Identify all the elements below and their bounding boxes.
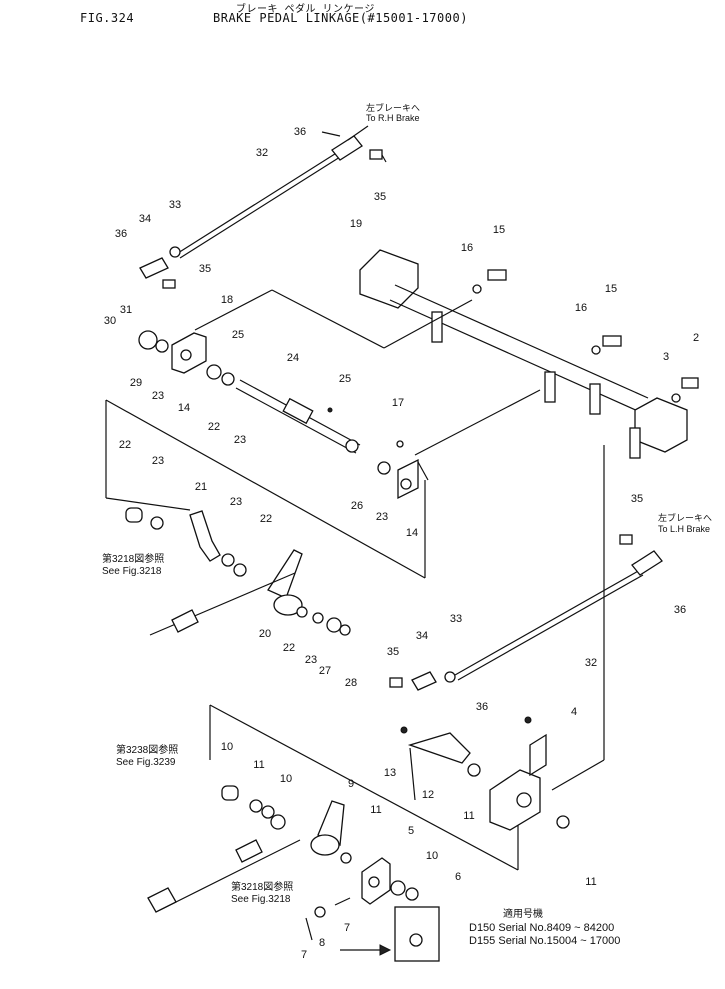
note-fig3239-en: See Fig.3239 — [116, 757, 176, 768]
callout-15-right: 15 — [604, 283, 618, 295]
title-japanese: ブレーキ ペダル リンケージ — [236, 4, 375, 15]
callout-23-b: 23 — [233, 434, 247, 446]
callout-17: 17 — [391, 397, 405, 409]
bracket-5-assembly — [305, 857, 419, 941]
callout-16-top: 16 — [460, 242, 474, 254]
callout-7-a: 8 — [318, 937, 326, 949]
lever-21 — [189, 510, 247, 577]
callout-11-a: 11 — [253, 759, 265, 771]
note-lh-brake-en: To L.H Brake — [658, 524, 711, 534]
lower-bracket-assembly — [400, 716, 570, 831]
callout-36-left: 36 — [114, 228, 128, 240]
callout-21: 21 — [194, 481, 208, 493]
callout-5: 5 — [407, 825, 415, 837]
lever-20 — [267, 549, 351, 636]
callout-8: 7 — [300, 949, 308, 961]
callout-32-top: 32 — [255, 147, 269, 159]
note-rh-brake-en: To R.H Brake — [366, 113, 420, 123]
callout-22-b: 22 — [118, 439, 132, 451]
note-fig3218-bottom-en: See Fig.3218 — [231, 894, 291, 905]
callout-26: 26 — [350, 500, 364, 512]
nut-detail-box — [340, 906, 440, 962]
callout-33-top: 33 — [168, 199, 182, 211]
callout-23-e: 23 — [229, 496, 243, 508]
bracket-14-upper — [138, 330, 235, 386]
note-rh-brake-jp: 左ブレーキへ — [366, 103, 421, 113]
serial-row-d150: D150 Serial No.8409 ~ 84200 — [469, 922, 615, 934]
callout-31: 31 — [119, 304, 133, 316]
rod-32-top — [177, 125, 369, 259]
page-title: BRAKE PEDAL LINKAGE(#15001-17000) — [213, 11, 468, 25]
bolts-15-16 — [472, 269, 699, 403]
callout-27: 27 — [318, 665, 332, 677]
callout-34-left: 34 — [138, 213, 152, 225]
callout-11-e: 10 — [425, 850, 439, 862]
callout-32-lower: 32 — [584, 657, 598, 669]
callout-11-b: 11 — [463, 810, 475, 822]
note-fig3239-jp: 第3238図参照 — [116, 745, 179, 756]
clevis-34-left — [139, 246, 181, 289]
callout-19: 19 — [349, 218, 363, 230]
assembly-outline-lines — [105, 289, 605, 871]
rod-bottom — [147, 839, 301, 913]
note-fig3218-top-en: See Fig.3218 — [102, 566, 162, 577]
callout-28: 28 — [344, 677, 358, 689]
callout-35-left: 35 — [198, 263, 212, 275]
callout-9: 9 — [347, 778, 355, 790]
callout-34-lower: 34 — [415, 630, 429, 642]
callout-24: 24 — [286, 352, 300, 364]
callout-2: 2 — [692, 332, 700, 344]
callout-35-top: 35 — [373, 191, 387, 203]
callout-6: 7 — [343, 922, 351, 934]
rod-32-lower — [389, 534, 663, 691]
callout-14-lower: 14 — [405, 527, 419, 539]
callout-25-b: 25 — [338, 373, 352, 385]
callout-10-a: 10 — [220, 741, 234, 753]
callout-16-right: 16 — [574, 302, 588, 314]
note-fig3218-top-jp: 第3218図参照 — [102, 554, 165, 565]
callout-20: 20 — [258, 628, 272, 640]
serial-heading: 適用号機 — [503, 909, 543, 920]
note-fig3218-bottom-jp: 第3218図参照 — [231, 882, 294, 893]
callout-23-d: 23 — [151, 455, 165, 467]
callout-23-c: 23 — [375, 511, 389, 523]
bolt-35-top — [369, 149, 387, 163]
lever-9-assembly — [221, 785, 352, 864]
callout-13: 13 — [383, 767, 397, 779]
callout-11-d: 11 — [585, 876, 597, 888]
rod-link-middle — [149, 572, 296, 636]
cross-shaft-19 — [359, 249, 688, 459]
callout-35-lower: 35 — [386, 646, 400, 658]
callout-22-d: 22 — [282, 642, 296, 654]
callout-33-lower: 33 — [449, 613, 463, 625]
callout-22-c: 22 — [259, 513, 273, 525]
bearings-22-23-left — [125, 507, 164, 530]
callout-15-top: 15 — [492, 224, 506, 236]
callout-36-right: 36 — [673, 604, 687, 616]
bracket-14-lower — [377, 440, 429, 500]
callout-4: 4 — [570, 706, 578, 718]
callout-10-b: 10 — [279, 773, 293, 785]
figure-number: FIG.324 — [80, 11, 135, 25]
callout-18: 18 — [220, 294, 234, 306]
callout-10-c: 6 — [454, 871, 462, 883]
callout-14-upper: 14 — [177, 402, 191, 414]
serial-row-d155: D155 Serial No.15004 ~ 17000 — [469, 935, 621, 947]
callout-36-lower: 36 — [475, 701, 489, 713]
callout-25-a: 25 — [231, 329, 245, 341]
callout-36-top: 36 — [293, 126, 307, 138]
callout-3: 3 — [662, 351, 670, 363]
callout-30: 30 — [103, 315, 117, 327]
callout-23-a: 23 — [151, 390, 165, 402]
callout-29: 29 — [129, 377, 143, 389]
shaft-24 — [235, 379, 361, 454]
callout-22-a: 22 — [207, 421, 221, 433]
callout-23-f: 23 — [304, 654, 318, 666]
note-lh-brake-jp: 左ブレーキへ — [658, 513, 713, 523]
callout-35-right: 35 — [630, 493, 644, 505]
callout-11-c: 11 — [370, 804, 382, 816]
callout-12: 12 — [421, 789, 435, 801]
